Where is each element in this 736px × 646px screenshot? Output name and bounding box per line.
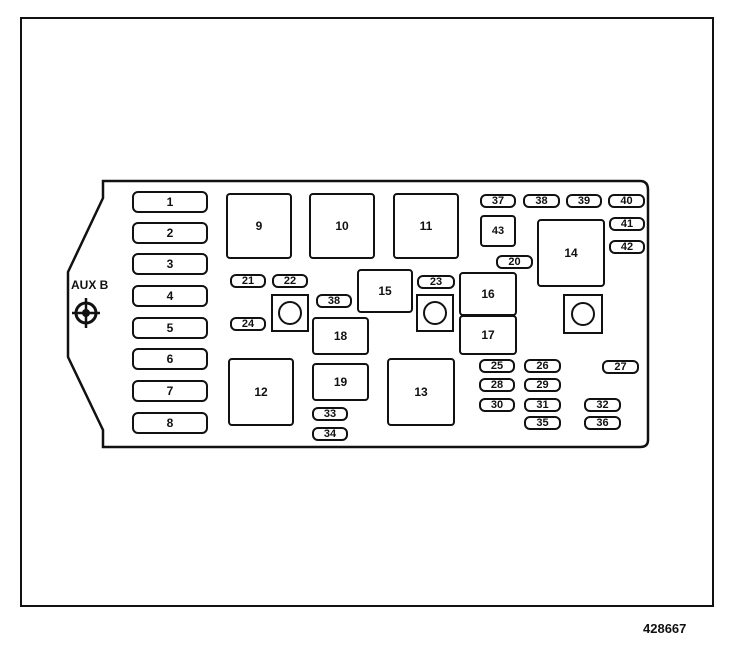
fuse-2: 2	[132, 222, 208, 244]
fuse-29: 29	[524, 378, 561, 392]
fuse-30: 30	[479, 398, 515, 412]
fuse-8: 8	[132, 412, 208, 434]
relay-14: 14	[537, 219, 605, 287]
relay-9: 9	[226, 193, 292, 259]
fuse-7: 7	[132, 380, 208, 402]
socket-right	[563, 294, 603, 334]
fuse-32: 32	[584, 398, 621, 412]
relay-15: 15	[357, 269, 413, 313]
fuse-33: 33	[312, 407, 348, 421]
socket-left	[271, 294, 309, 332]
fuse-38: 38	[523, 194, 560, 208]
relay-12: 12	[228, 358, 294, 426]
fuse-24: 24	[230, 317, 266, 331]
fuse-43: 43	[480, 215, 516, 247]
fuse-41: 41	[609, 217, 645, 231]
fuse-39: 39	[566, 194, 602, 208]
aux-terminal-icon	[72, 298, 100, 328]
fuse-40: 40	[608, 194, 645, 208]
diode-38: 38	[316, 294, 352, 308]
fuse-28: 28	[479, 378, 515, 392]
relay-11: 11	[393, 193, 459, 259]
fuse-block-body	[66, 179, 650, 449]
relay-13: 13	[387, 358, 455, 426]
aux-b-label: AUX B	[71, 278, 109, 292]
relay-18: 18	[312, 317, 369, 355]
relay-10: 10	[309, 193, 375, 259]
fuse-36: 36	[584, 416, 621, 430]
fuse-23: 23	[417, 275, 455, 289]
fuse-26: 26	[524, 359, 561, 373]
fuse-1: 1	[132, 191, 208, 213]
diagram-frame	[20, 17, 714, 607]
fuse-42: 42	[609, 240, 645, 254]
fuse-5: 5	[132, 317, 208, 339]
relay-16: 16	[459, 272, 517, 316]
fuse-3: 3	[132, 253, 208, 275]
fuse-34: 34	[312, 427, 348, 441]
relay-19: 19	[312, 363, 369, 401]
fuse-25: 25	[479, 359, 515, 373]
fuse-37: 37	[480, 194, 516, 208]
fuse-22: 22	[272, 274, 308, 288]
reference-number: 428667	[643, 621, 687, 636]
fuse-6: 6	[132, 348, 208, 370]
fuse-4: 4	[132, 285, 208, 307]
fuse-20: 20	[496, 255, 533, 269]
fuse-35: 35	[524, 416, 561, 430]
socket-middle	[416, 294, 454, 332]
relay-17: 17	[459, 315, 517, 355]
fuse-21: 21	[230, 274, 266, 288]
fuse-27: 27	[602, 360, 639, 374]
fuse-31: 31	[524, 398, 561, 412]
